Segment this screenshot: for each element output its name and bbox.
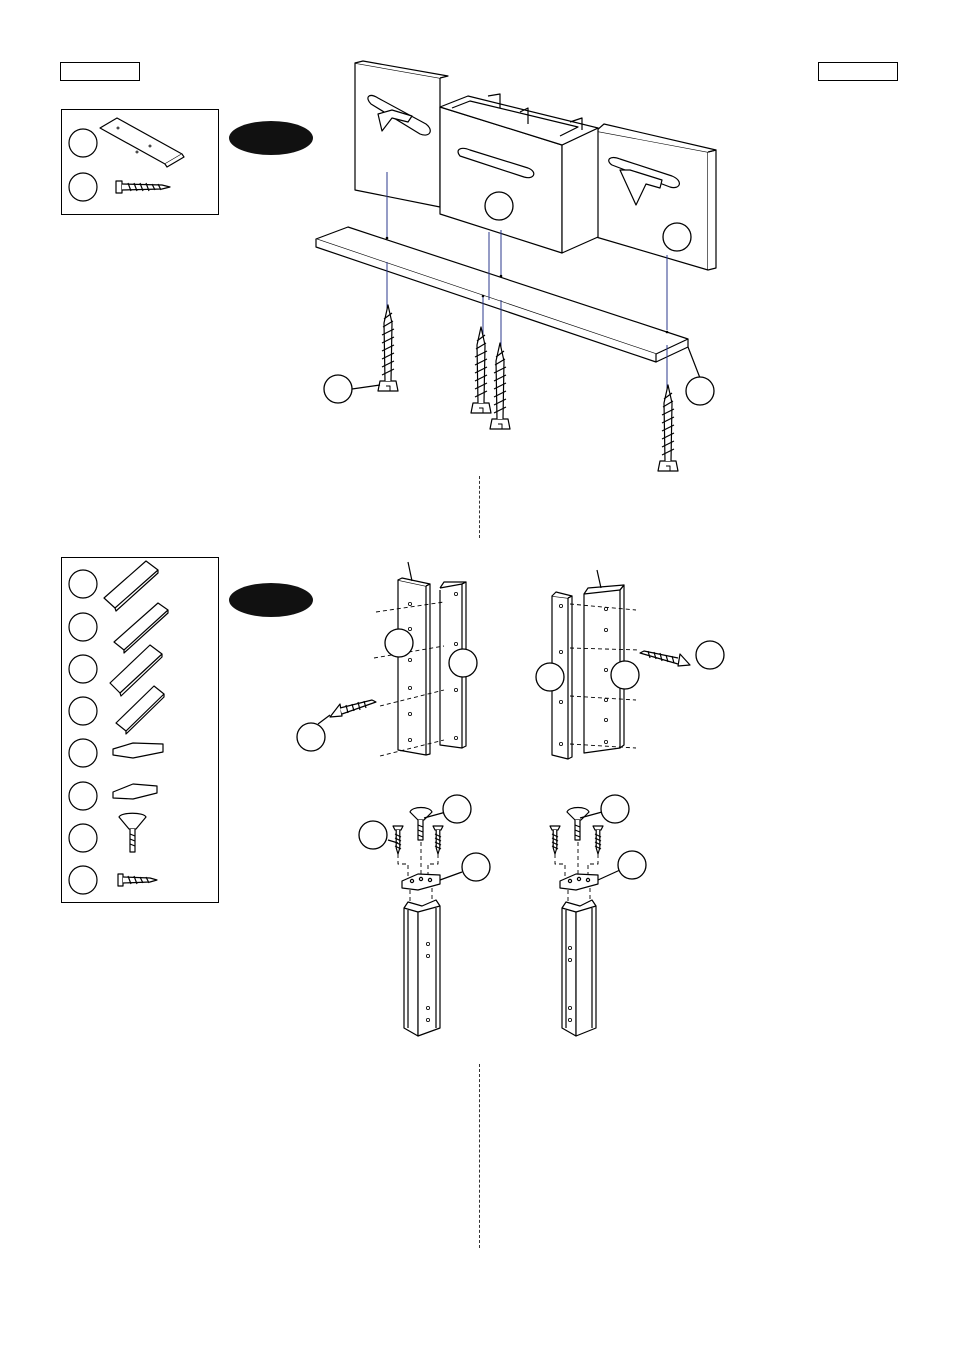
callout-icon <box>484 191 514 221</box>
screw-icon <box>470 326 492 414</box>
short-screw-icon <box>117 873 158 887</box>
callout-icon <box>685 376 715 406</box>
step-2-left-panels <box>296 561 478 757</box>
callout-icon <box>662 222 692 252</box>
screw-icon <box>592 825 604 855</box>
step-2-parts <box>68 560 169 895</box>
callout-icon <box>617 850 647 880</box>
long-screw-icon <box>115 180 171 194</box>
part-2-callout-icon <box>68 172 98 202</box>
callout-icon <box>610 660 640 690</box>
leveling-foot-icon <box>118 812 147 853</box>
page-label-left <box>60 62 140 81</box>
step-2-badge <box>229 583 313 617</box>
screw-icon <box>657 384 679 472</box>
callout-icon <box>384 628 414 658</box>
screw-icon <box>392 825 404 855</box>
step-2-right-leg <box>549 794 647 1037</box>
callout-icon <box>358 820 388 850</box>
step-2-left-leg <box>358 794 491 1037</box>
corner-bracket-icon <box>112 783 158 800</box>
screw-icon <box>489 342 511 430</box>
callout-icon <box>600 794 630 824</box>
step-2-divider <box>479 1064 480 1248</box>
callout-icon <box>296 722 326 752</box>
step-1-parts <box>68 117 185 202</box>
screw-icon <box>377 304 399 392</box>
corner-bracket-icon <box>401 873 441 891</box>
callout-icon <box>461 852 491 882</box>
screw-icon <box>432 825 444 855</box>
callout-icon <box>695 640 725 670</box>
page-label-right <box>818 62 898 81</box>
side-panel-icon <box>103 560 159 609</box>
step-1-badge <box>229 121 313 155</box>
leveling-foot-icon <box>409 806 433 841</box>
callout-icon <box>448 648 478 678</box>
step-1-assembly <box>315 60 717 472</box>
corner-bracket-icon <box>112 742 164 759</box>
side-panel-icon <box>397 579 427 756</box>
right-panel-icon <box>595 130 709 271</box>
side-panel-icon <box>115 685 165 732</box>
step-1-divider <box>479 476 480 538</box>
callout-icon <box>442 794 472 824</box>
side-panel-icon <box>113 602 169 651</box>
corner-bracket-icon <box>559 873 599 891</box>
screw-icon <box>549 825 561 855</box>
callout-icon <box>535 662 565 692</box>
shelf-board-icon <box>99 117 183 165</box>
callout-icon <box>323 374 353 404</box>
step-2-right-panels <box>535 569 725 760</box>
leveling-foot-icon <box>566 806 590 841</box>
part-1-callout-icon <box>68 128 98 158</box>
